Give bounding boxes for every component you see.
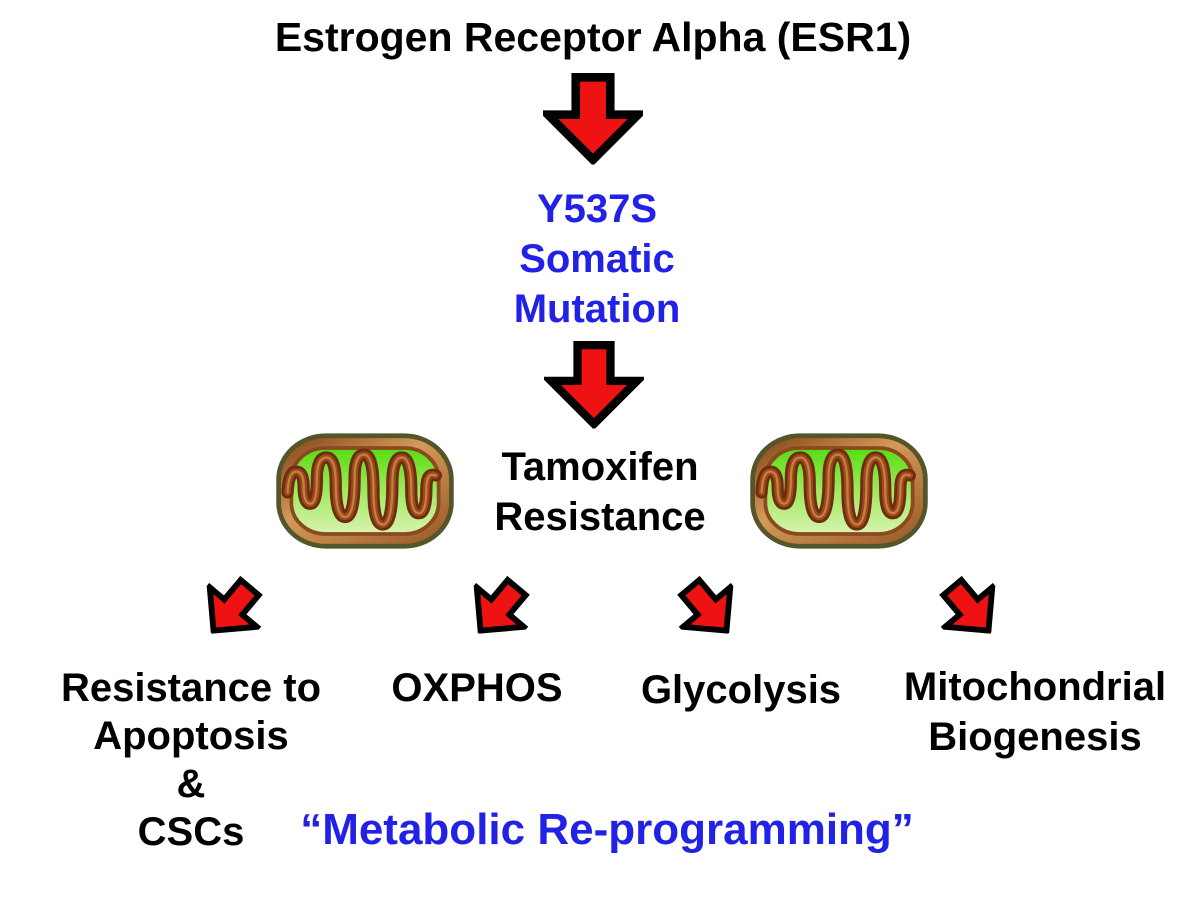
outcome-line: Glycolysis <box>640 668 842 712</box>
metabolic-reprogramming-quote: “Metabolic Re-programming” <box>300 805 914 854</box>
outcome-line: Biogenesis <box>928 715 1142 759</box>
mutation-label: Y537S Somatic Mutation <box>514 184 681 334</box>
outcome-line: & <box>176 762 206 806</box>
outcome-resistance-apoptosis-cscs: Resistance to Apoptosis & CSCs <box>61 664 321 856</box>
outcome-oxphos: OXPHOS <box>391 666 562 711</box>
center-node-line-1: Tamoxifen <box>501 445 699 489</box>
down-arrow-icon <box>540 340 648 434</box>
down-left-arrow-icon <box>449 563 545 659</box>
down-left-arrow-icon <box>182 563 278 659</box>
page-title: Estrogen Receptor Alpha (ESR1) <box>274 14 912 60</box>
mutation-line-2: Somatic <box>519 237 675 281</box>
outcome-line: CSCs <box>137 810 245 854</box>
mutation-line-1: Y537S <box>536 187 658 231</box>
outcome-line: Apoptosis <box>93 714 289 758</box>
outcome-mitochondrial-biogenesis: Mitochondrial Biogenesis <box>904 662 1166 762</box>
outcome-line: Mitochondrial <box>903 665 1167 709</box>
down-arrow-icon <box>537 72 649 170</box>
mitochondrion-icon <box>748 432 930 550</box>
outcome-line: OXPHOS <box>391 666 563 710</box>
down-right-arrow-icon <box>924 563 1020 659</box>
tamoxifen-resistance-label: Tamoxifen Resistance <box>494 442 705 542</box>
outcome-glycolysis: Glycolysis <box>641 668 841 713</box>
center-node-line-2: Resistance <box>494 495 706 539</box>
down-right-arrow-icon <box>662 563 758 659</box>
outcome-line: Resistance to <box>60 666 322 710</box>
mutation-line-3: Mutation <box>513 287 681 331</box>
mitochondrion-icon <box>274 432 456 550</box>
